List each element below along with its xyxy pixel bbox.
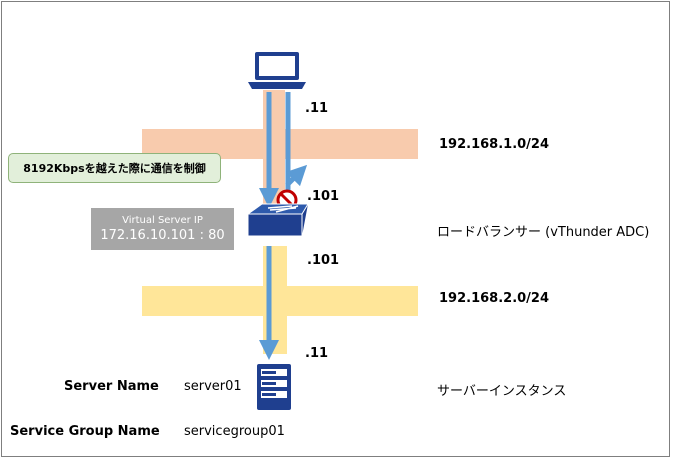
- virtual-server-title: Virtual Server IP: [122, 215, 203, 226]
- load-balancer-icon: [246, 203, 309, 237]
- server-ip-label: .11: [305, 346, 329, 361]
- blocked-arrow: [285, 164, 308, 187]
- server-name-label: Server Name: [64, 379, 159, 394]
- lb-lower-ip-label: .101: [307, 253, 340, 268]
- upper-network-label: 192.168.1.0/24: [439, 137, 550, 152]
- lower-network-label: 192.168.2.0/24: [439, 291, 550, 306]
- server-icon: [257, 364, 291, 410]
- load-balancer-label: ロードバランサー (vThunder ADC): [437, 225, 650, 240]
- virtual-server-box: Virtual Server IP 172.16.10.101 : 80: [91, 208, 234, 250]
- lb-upper-ip-label: .101: [307, 189, 340, 204]
- rate-limit-callout: 8192Kbpsを越えた際に通信を制御: [8, 153, 221, 183]
- server-name-value: server01: [184, 379, 242, 394]
- server-instance-label: サーバーインスタンス: [437, 384, 567, 399]
- laptop-icon: [248, 52, 306, 89]
- client-ip-label: .11: [305, 101, 329, 116]
- service-group-label: Service Group Name: [10, 424, 160, 439]
- virtual-server-address: 172.16.10.101 : 80: [100, 228, 225, 243]
- service-group-value: servicegroup01: [184, 424, 285, 439]
